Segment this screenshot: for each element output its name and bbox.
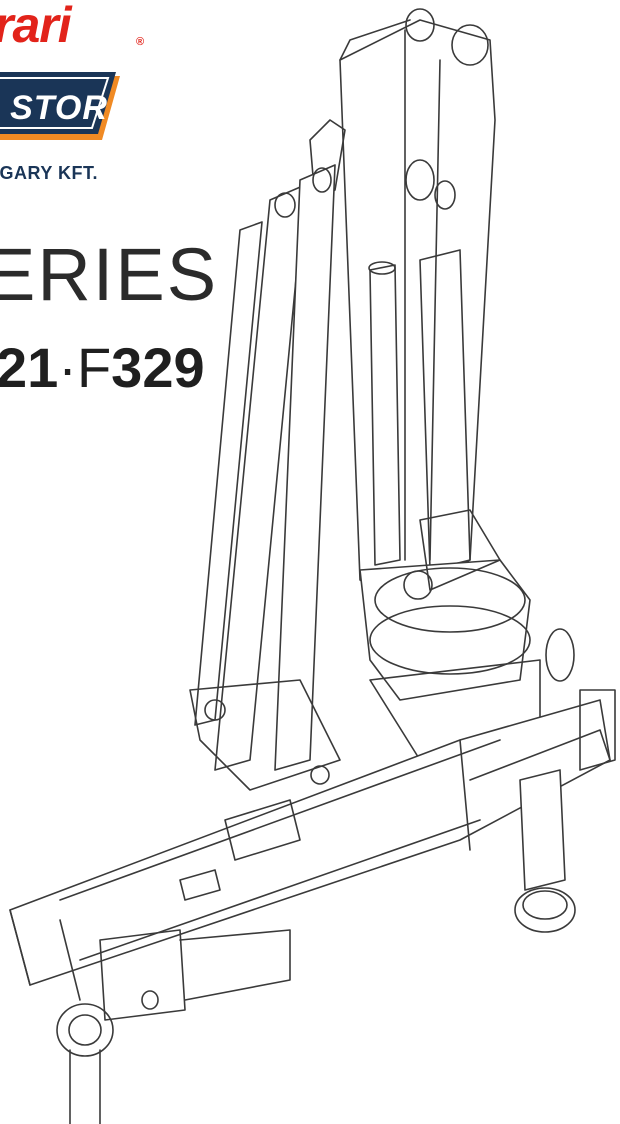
model-numbers: 21·F329 [0, 338, 205, 398]
brand-wordmark: rari [0, 0, 72, 53]
registered-mark: ® [136, 36, 145, 48]
model-separator: · [58, 336, 77, 399]
badge-label: STOR [10, 88, 108, 127]
model-a: 21 [0, 336, 59, 399]
company-name: IGARY KFT. [0, 163, 99, 183]
series-title: ERIES [0, 233, 219, 316]
model-prefix: F [76, 336, 112, 399]
brand-badge-icon [0, 72, 120, 140]
model-b: 329 [111, 336, 205, 399]
